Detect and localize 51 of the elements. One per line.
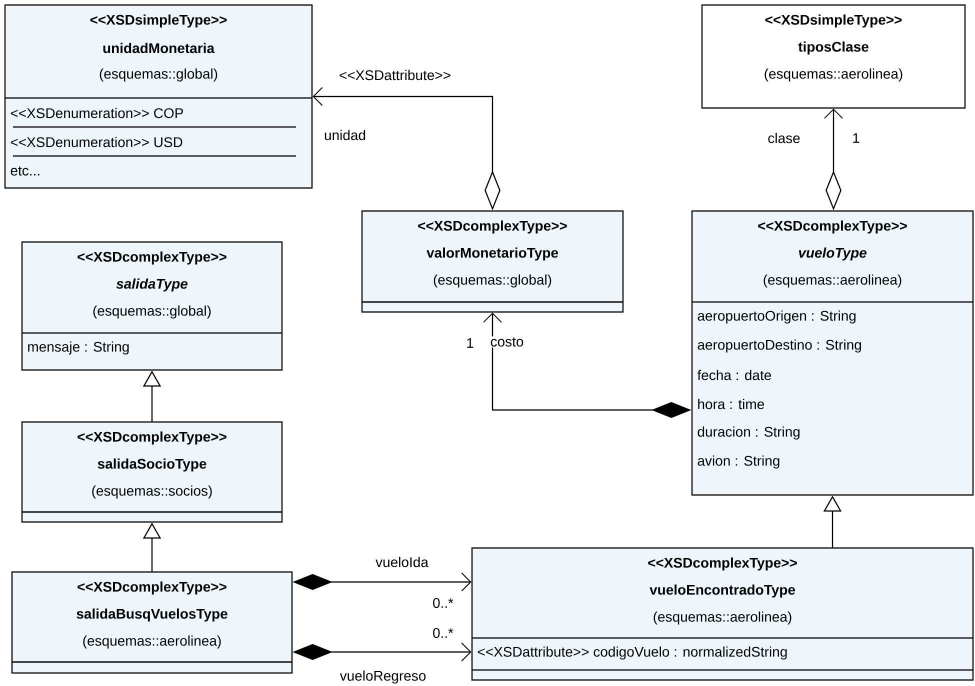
class-name: vueloEncontradoType bbox=[650, 584, 796, 598]
class-name: vueloType bbox=[798, 247, 866, 261]
package-label: (esquemas::socios) bbox=[92, 485, 212, 499]
class-box bbox=[361, 210, 624, 313]
stereotype-label: <<XSDcomplexType>> bbox=[78, 431, 226, 445]
package-label: (esquemas::global) bbox=[100, 68, 218, 82]
attribute-text: duracion : String bbox=[698, 426, 800, 440]
class-box bbox=[11, 571, 293, 674]
attribute-text: <<XSDenumeration>> USD bbox=[10, 136, 296, 157]
package-label: (esquemas::aerolinea) bbox=[764, 68, 902, 82]
package-label: (esquemas::aerolinea) bbox=[83, 635, 221, 649]
attribute-text: hora : time bbox=[698, 398, 764, 410]
class-name: salidaBusqVuelosType bbox=[76, 608, 228, 622]
package-label: (esquemas::aerolinea) bbox=[764, 274, 902, 288]
attribute-text: etc... bbox=[10, 166, 40, 176]
class-name: salidaType bbox=[116, 278, 188, 292]
package-label: (esquemas::global) bbox=[93, 305, 211, 319]
stereotype-label: <<XSDcomplexType>> bbox=[758, 220, 907, 234]
multiplicity-label: 0..* bbox=[432, 627, 455, 639]
stereotype-label: <<XSDsimpleType>> bbox=[90, 14, 227, 28]
attribute-text: <<XSDattribute>> codigoVuelo : normalizedString bbox=[478, 646, 787, 660]
multiplicity-label: 1 bbox=[465, 337, 475, 349]
attribute-text: avion : String bbox=[698, 455, 780, 469]
attribute-text: fecha : date bbox=[697, 370, 772, 380]
stereotype-label: <<XSDcomplexType>> bbox=[648, 557, 797, 571]
attribute-text: aeropuertoDestino : String bbox=[698, 339, 861, 353]
stereotype-label: <<XSDcomplexType>> bbox=[78, 251, 226, 265]
edge-label: vueloIda bbox=[374, 556, 430, 568]
edge-label: vueloRegreso bbox=[338, 669, 428, 685]
attribute-text: <<XSDenumeration>> COP bbox=[10, 108, 296, 128]
stereotype-label: <<XSDcomplexType>> bbox=[418, 220, 567, 234]
stereotype-label: <<XSDsimpleType>> bbox=[765, 14, 902, 28]
edge-label: clase bbox=[766, 132, 802, 144]
stereotype-label: <<XSDcomplexType>> bbox=[78, 581, 226, 595]
class-box bbox=[4, 4, 313, 189]
package-label: (esquemas::aerolinea) bbox=[654, 611, 792, 625]
class-name: tiposClase bbox=[798, 41, 868, 55]
package-label: (esquemas::global) bbox=[434, 274, 552, 288]
class-box bbox=[691, 210, 974, 496]
attribute-text: mensaje : String bbox=[28, 341, 129, 355]
class-box bbox=[471, 547, 974, 681]
class-name: salidaSocioType bbox=[98, 458, 206, 472]
class-box bbox=[21, 241, 283, 371]
stereotype-label: <<XSDattribute>> bbox=[338, 68, 452, 82]
class-box bbox=[701, 4, 966, 109]
multiplicity-label: 1 bbox=[851, 132, 861, 144]
class-name: unidadMonetaria bbox=[103, 42, 215, 54]
class-name: valorMonetarioType bbox=[426, 247, 558, 261]
class-box bbox=[21, 421, 283, 523]
attribute-text: aeropuertoOrigen : String bbox=[698, 310, 856, 324]
multiplicity-label: 0..* bbox=[432, 597, 455, 609]
